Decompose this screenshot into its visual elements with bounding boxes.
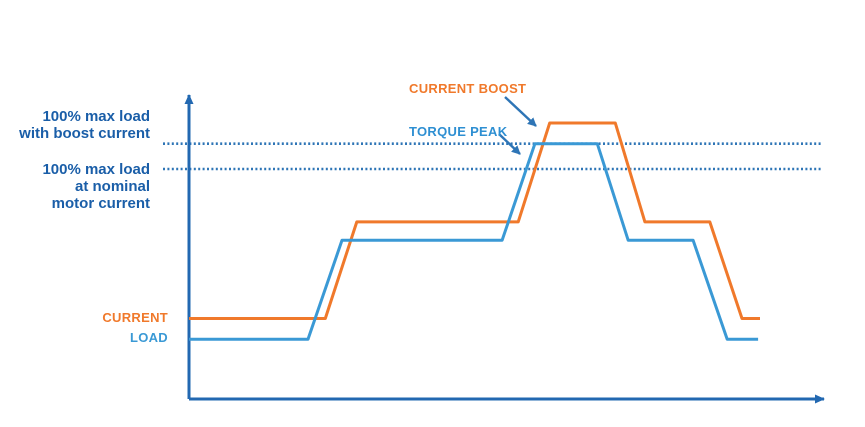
max-load-nominal-label-line1: 100% max load: [42, 161, 150, 178]
max-load-nominal-label-line2: at nominal: [74, 178, 150, 195]
max-load-boost-label-line1: 100% max load: [42, 108, 150, 125]
torque-peak-arrow: [498, 133, 521, 155]
torque-peak-label: TORQUE PEAK: [409, 124, 508, 139]
current-boost-arrow: [504, 96, 537, 127]
load-series-label: LOAD: [129, 330, 168, 345]
max-load-nominal-label: 100% max load at nominal motor current: [14, 161, 150, 212]
current-series-label: CURRENT: [102, 310, 168, 325]
current-series-line: [189, 121, 760, 320]
max-load-boost-label-line2: with boost current: [19, 124, 150, 142]
max-load-boost-label: 100% max load with boost current: [14, 108, 150, 142]
max-load-nominal-label-line3: motor current: [51, 195, 150, 212]
load-series-line: [189, 142, 759, 341]
current-boost-label: CURRENT BOOST: [409, 81, 527, 96]
